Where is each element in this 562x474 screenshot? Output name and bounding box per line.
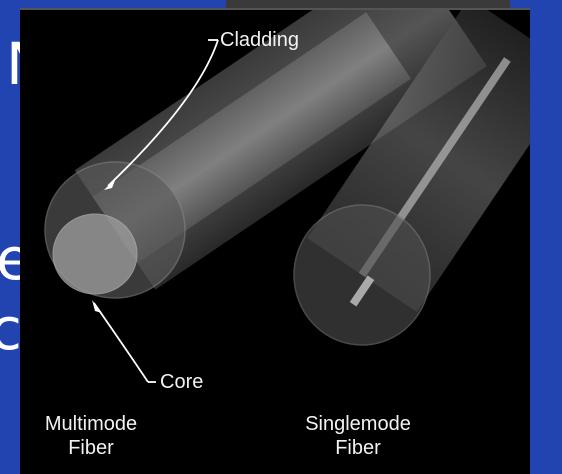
slide-partial-letter-c: c — [0, 300, 22, 358]
singlemode-caption: Singlemode Fiber — [288, 412, 428, 460]
core-callout-arrow — [92, 300, 156, 382]
fiber-optic-diagram: Cladding Core Multimode Fiber Singlemode… — [20, 8, 530, 474]
singlemode-title: Singlemode — [288, 412, 428, 436]
multimode-core-end — [53, 214, 137, 294]
multimode-caption: Multimode Fiber — [26, 412, 156, 460]
multimode-subtitle: Fiber — [26, 436, 156, 460]
singlemode-subtitle: Fiber — [288, 436, 428, 460]
fiber-illustration — [20, 10, 530, 474]
cladding-label: Cladding — [220, 28, 299, 52]
multimode-title: Multimode — [26, 412, 156, 436]
core-label: Core — [160, 370, 203, 394]
singlemode-cladding-end — [294, 205, 430, 345]
